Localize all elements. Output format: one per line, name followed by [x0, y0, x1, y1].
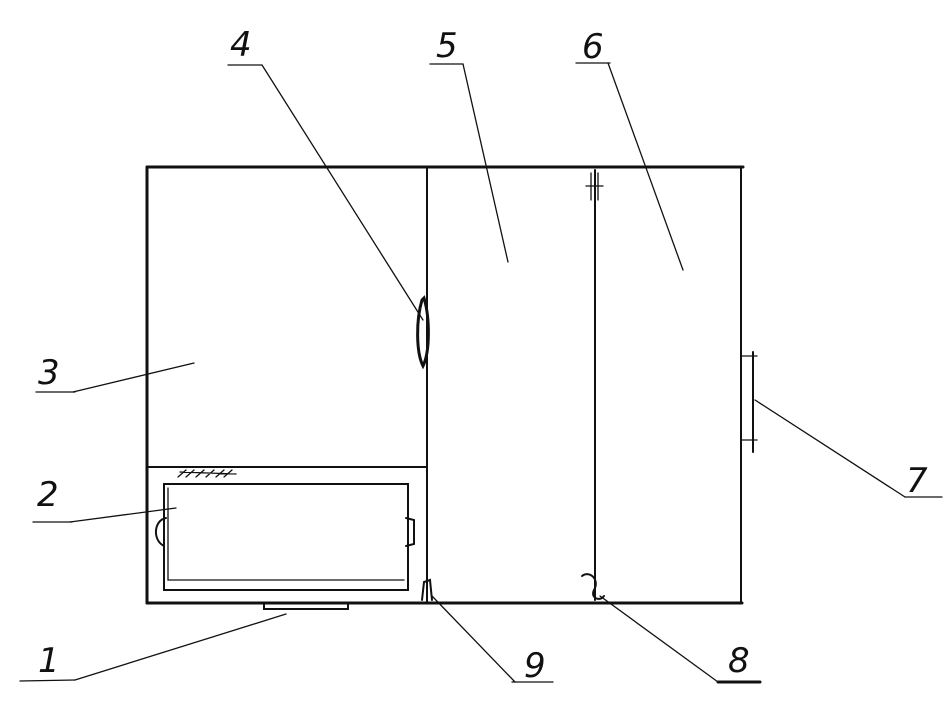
label-3: 3 [38, 353, 60, 393]
roller-foot [421, 578, 433, 601]
label-8: 8 [728, 641, 750, 681]
partition [581, 169, 605, 601]
leader-4 [261, 64, 424, 321]
door-handle-shape [416, 295, 430, 370]
leader-6 [607, 62, 684, 271]
leader-9 [431, 595, 516, 683]
label-1: 1 [38, 641, 60, 681]
label-underlines [19, 62, 943, 684]
leader-lines [69, 62, 906, 683]
label-6: 6 [582, 27, 604, 67]
leader-3 [72, 362, 195, 393]
leader-8 [599, 595, 719, 683]
cabinet-body [145, 165, 745, 605]
leader-2 [69, 507, 177, 523]
drawer-front [163, 483, 409, 591]
label-5: 5 [436, 26, 458, 66]
door-handle [416, 295, 430, 370]
leader-1 [74, 613, 287, 681]
underline-1 [19, 679, 76, 682]
drawer-right-handle [405, 517, 415, 547]
label-2: 2 [37, 475, 59, 515]
drawer-left-handle [155, 517, 167, 547]
drawer-rail-hatching [177, 469, 237, 478]
label-9: 9 [524, 646, 546, 686]
label-7: 7 [906, 461, 928, 501]
feet [263, 578, 433, 610]
leader-7 [754, 399, 906, 498]
leader-5 [462, 63, 509, 263]
left-compartment [146, 166, 428, 604]
reference-numerals: 4 5 6 3 2 1 9 8 7 [37, 25, 928, 686]
drawer [155, 469, 415, 591]
bottom-hinge-hook [581, 573, 605, 600]
side-handle [741, 351, 758, 453]
base-foot [263, 603, 349, 610]
label-4: 4 [230, 25, 252, 65]
